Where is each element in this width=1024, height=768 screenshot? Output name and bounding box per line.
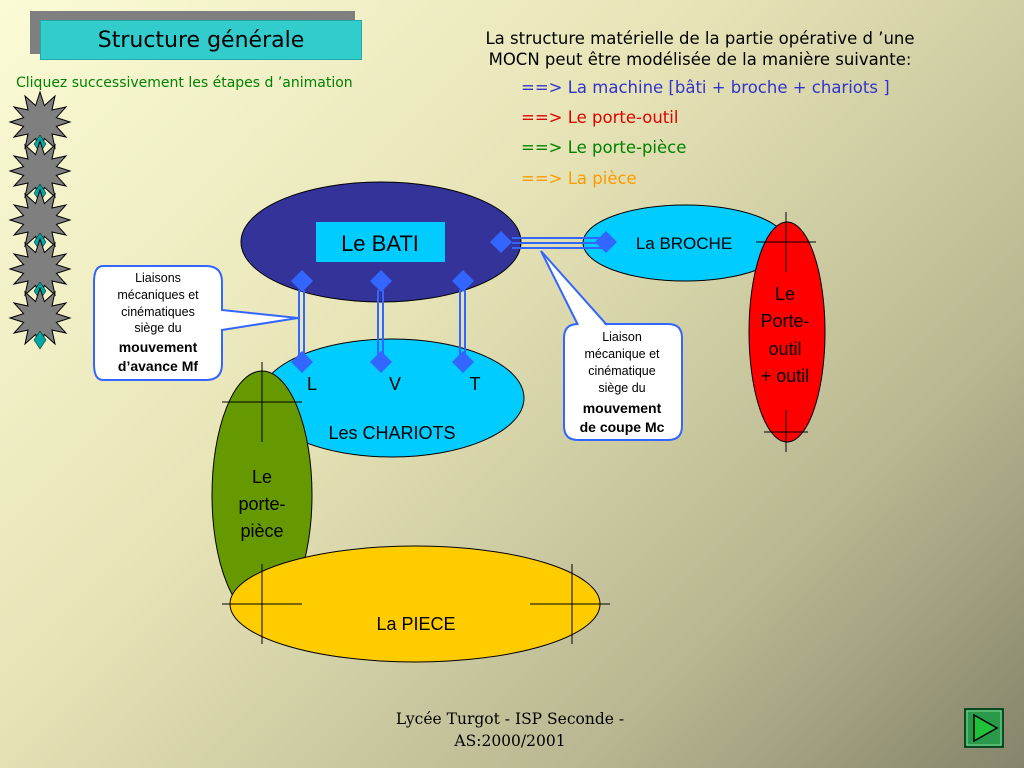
callout-avance-line-2: mécaniques et [117, 288, 199, 302]
step-porte-outil: ==> Le porte-outil [521, 108, 679, 127]
callout-avance-line-6: d’avance Mf [118, 358, 198, 374]
axis-t-label: T [470, 374, 481, 394]
porte-outil-label-4: + outil [761, 366, 810, 386]
callout-coupe: Liaison mécanique et cinématique siège d… [540, 250, 683, 441]
callout-coupe-line-1: Liaison [602, 330, 642, 344]
porte-piece-label-3: pièce [240, 521, 283, 541]
porte-outil-ellipse [748, 221, 826, 443]
axis-v-label: V [389, 374, 401, 394]
animation-star-button-5[interactable] [8, 286, 72, 350]
link-bati-broche [490, 231, 617, 253]
callout-coupe-line-5: mouvement [583, 400, 662, 416]
callout-coupe-line-3: cinématique [588, 364, 655, 378]
callout-avance-line-4: siège du [134, 321, 181, 335]
animation-step-buttons [8, 90, 72, 350]
intro-text: La structure matérielle de la partie opé… [440, 28, 960, 70]
chariots-label: Les CHARIOTS [328, 423, 455, 443]
intro-line-1: La structure matérielle de la partie opé… [485, 29, 915, 48]
porte-piece: Le porte- pièce [211, 362, 313, 620]
footer: Lycée Turgot - ISP Seconde - AS:2000/200… [370, 708, 650, 752]
axis-l-label: L [307, 374, 317, 394]
porte-outil: Le Porte- outil + outil [748, 212, 826, 452]
link-bati-chariots [291, 270, 474, 373]
callout-avance-line-3: cinématiques [121, 305, 195, 319]
animation-hint: Cliquez successivement les étapes d ’ani… [16, 75, 353, 91]
next-slide-button[interactable] [964, 708, 1004, 748]
footer-line-1: Lycée Turgot - ISP Seconde - [395, 710, 625, 728]
callout-coupe-line-6: de coupe Mc [580, 419, 665, 435]
callout-coupe-line-4: siège du [598, 381, 645, 395]
piece-label: La PIECE [376, 614, 455, 634]
broche-label: La BROCHE [636, 234, 732, 253]
porte-outil-label-1: Le [775, 284, 795, 304]
callout-avance: Liaisons mécaniques et cinématiques sièg… [93, 265, 299, 381]
step-piece: ==> La pièce [521, 169, 637, 188]
porte-outil-label-3: outil [768, 339, 801, 359]
play-arrow-icon [973, 713, 999, 743]
bati-label: Le BATI [341, 231, 419, 256]
piece: La PIECE [222, 545, 610, 663]
callout-avance-line-5: mouvement [119, 339, 198, 355]
page-title: Structure générale [40, 20, 362, 60]
callout-coupe-line-2: mécanique et [584, 347, 660, 361]
porte-outil-label-2: Porte- [760, 311, 809, 331]
bati-label-box [316, 222, 445, 262]
intro-line-2: MOCN peut être modélisée de la manière s… [488, 50, 912, 69]
step-machine: ==> La machine [bâti + broche + chariots… [521, 78, 890, 97]
footer-line-2: AS:2000/2001 [454, 732, 566, 750]
step-porte-piece: ==> Le porte-pièce [521, 138, 687, 157]
callout-avance-line-1: Liaisons [135, 271, 181, 285]
porte-piece-label-2: porte- [238, 494, 285, 514]
porte-piece-label-1: Le [252, 467, 272, 487]
